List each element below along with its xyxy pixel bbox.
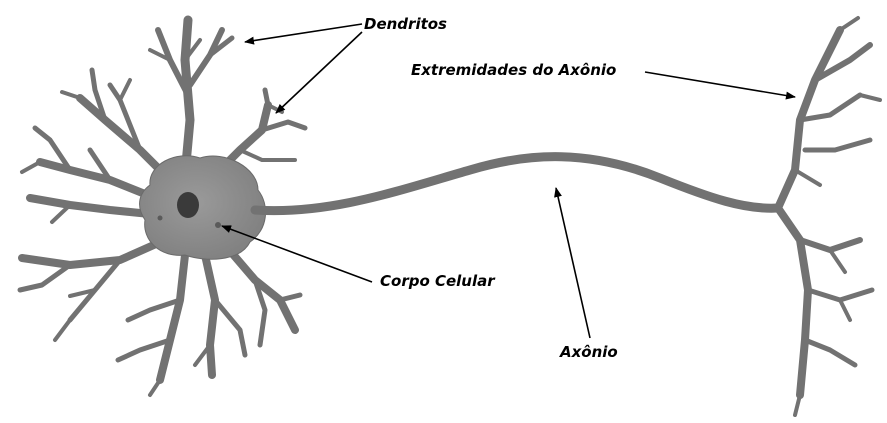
dendrites-label: Dendritos [364, 17, 447, 32]
axon-terminals-label: Extremidades do Axônio [411, 63, 616, 78]
axon-label: Axônio [560, 345, 618, 360]
axon-terminals-arrow [645, 72, 795, 97]
dendrites-arrow-2 [276, 32, 362, 113]
axon-arrow [556, 188, 590, 338]
axon-terminals [778, 18, 880, 415]
nucleus [177, 192, 199, 218]
cell-body [140, 156, 266, 259]
dendrites-arrow-1 [245, 24, 362, 42]
cell-body-label: Corpo Celular [380, 274, 495, 289]
axon [255, 157, 778, 211]
